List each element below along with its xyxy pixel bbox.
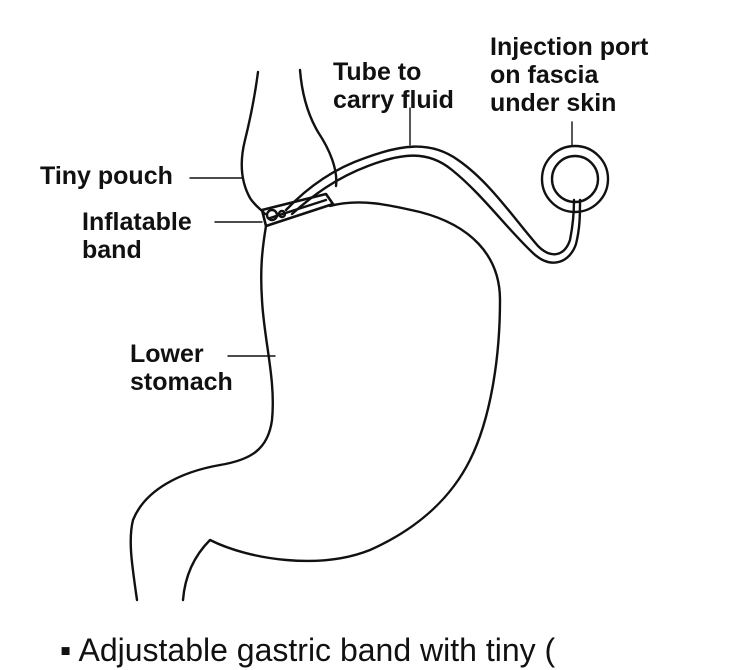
port-outer bbox=[540, 144, 610, 214]
label-port-line1: Injection port bbox=[490, 33, 649, 61]
label-inflatable-band-line2: band bbox=[82, 236, 142, 264]
band-outline bbox=[260, 192, 335, 228]
band-clasp-inner bbox=[277, 209, 287, 219]
band-clasp bbox=[265, 208, 279, 222]
label-inflatable-band: Inflatable band bbox=[82, 208, 192, 264]
label-lower-stomach-line1: Lower bbox=[130, 340, 204, 368]
esophagus-right-wall bbox=[298, 68, 338, 188]
label-tiny-pouch-text: Tiny pouch bbox=[40, 162, 173, 190]
label-tube: Tube to carry fluid bbox=[333, 58, 454, 114]
label-port-line3: under skin bbox=[490, 89, 617, 117]
esophagus-left-wall bbox=[240, 70, 267, 216]
stomach-greater-curve bbox=[181, 201, 502, 602]
stomach-lesser-curve bbox=[129, 224, 274, 602]
label-tiny-pouch: Tiny pouch bbox=[40, 162, 173, 190]
gastric-band-illustration bbox=[129, 68, 610, 602]
diagram-stage: Tiny pouch Inflatable band Lower stomach… bbox=[40, 33, 649, 668]
label-injection-port: Injection port on fascia under skin bbox=[490, 33, 648, 117]
label-tube-line2: carry fluid bbox=[333, 86, 454, 114]
label-tube-line1: Tube to bbox=[333, 58, 422, 86]
tube-inner bbox=[290, 154, 582, 264]
port-inner bbox=[550, 154, 600, 204]
figure-caption: ▪ Adjustable gastric band with tiny ( bbox=[60, 632, 556, 668]
label-port-line2: on fascia bbox=[490, 61, 599, 89]
tube-outer bbox=[284, 145, 576, 256]
label-inflatable-band-line1: Inflatable bbox=[82, 208, 192, 236]
label-lower-stomach: Lower stomach bbox=[130, 340, 233, 396]
label-lower-stomach-line2: stomach bbox=[130, 368, 233, 396]
